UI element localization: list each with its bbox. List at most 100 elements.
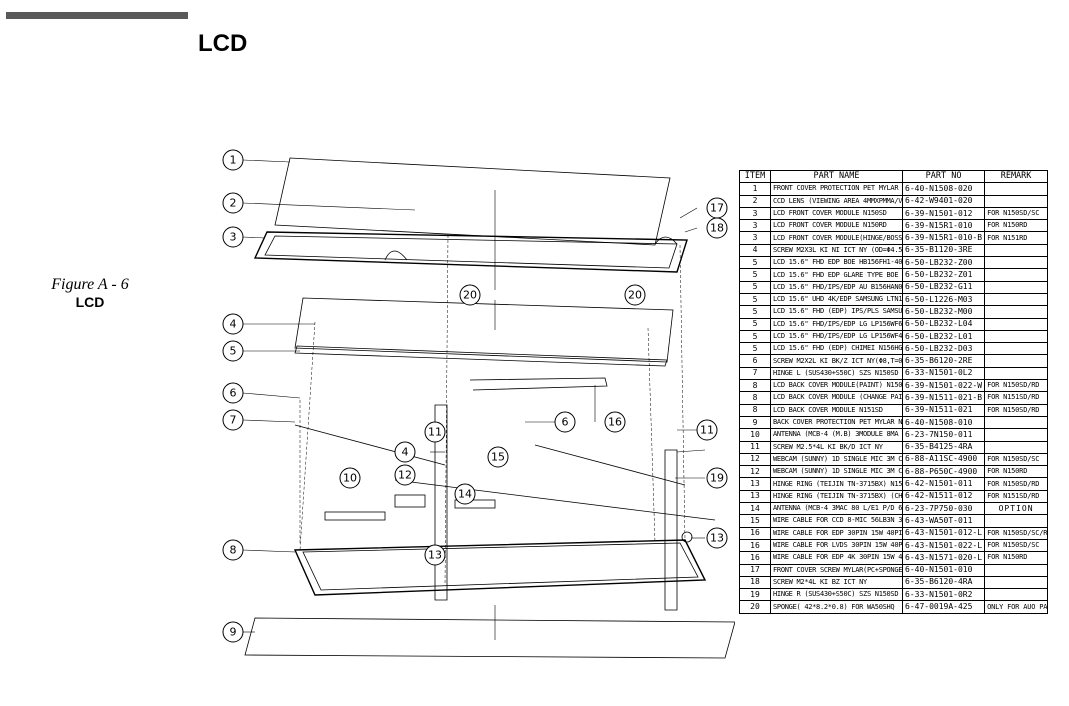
callout-number: 8 [230,544,237,557]
cell-part-no: 6-39-N1501-022-W [901,379,986,393]
cell-item: 5 [739,317,771,331]
cell-part-name: WIRE CABLE FOR EDP 30PIN 15W 40PIN (D-AL… [770,526,903,540]
cell-part-name: LCD BACK COVER MODULE(PAINT) N150SD/SC/R… [770,379,903,393]
cell-part-name: WEBCAM (SUNNY) 1D SINGLE MIC 3M CMOS FRO… [770,465,903,479]
cell-part-no: 6-47-0019A-425 [901,600,986,614]
cell-item: 8 [739,403,771,417]
cell-remark [984,243,1049,258]
cell-item: 13 [739,489,771,504]
figure-caption: Figure A - 6 LCD [40,276,140,310]
cell-part-no: 6-50-LB232-Z00 [901,256,986,270]
cell-part-name: LCD 15.6" FHD/IPS/EDP AU B156HAN02.1(HW1… [770,280,903,294]
cell-part-no: 6-35-B1120-3RE [901,243,986,258]
callout-13: 13 [424,544,446,566]
callout-1: 1 [222,149,244,171]
cell-item: 13 [739,477,771,491]
cell-remark: FOR N150SD/RD [984,477,1049,491]
cell-part-name: LCD 15.6" FHD/IPS/EDP LG LP156WF4-SPL1 (… [770,329,903,344]
column-header: REMARK [984,169,1049,184]
cell-remark [984,280,1049,294]
cell-part-name: HINGE L (SUS430+S50C) SZS N150SD [770,366,903,381]
cell-part-name: LCD FRONT COVER MODULE N150SD [770,206,903,221]
cell-part-no: 6-42-N1501-011 [901,477,986,491]
cell-part-no: 6-39-N15R1-010 [901,219,986,233]
callout-number: 14 [458,488,472,501]
callout-4: 4 [394,441,416,463]
cell-part-name: WEBCAM (SUNNY) 1D SINGLE MIC 3M CMOS FRO… [770,452,903,467]
callout-number: 18 [710,222,724,235]
cell-part-no: 6-35-B4125-4RA [901,440,986,454]
cell-item: 19 [739,588,771,602]
cell-part-no: 6-40-N1501-010 [901,563,986,577]
cell-remark [984,342,1049,356]
callout-13: 13 [706,527,728,549]
cell-part-no: 6-33-N1501-0R2 [901,588,986,602]
callout-5: 5 [222,340,244,362]
callout-number: 10 [343,472,357,485]
cell-part-name: LCD 15.6" FHD (EDP) IPS/PLS SAMSUNG LTN1… [770,305,903,319]
cell-part-name: BACK COVER PROTECTION PET MYLAR N150SD [770,415,903,430]
cell-part-name: FRONT COVER PROTECTION PET MYLAR N150SD [770,182,903,196]
table-header-row: ITEM PART NAME PART NO REMARK [739,169,1049,184]
callout-number: 1 [230,154,237,167]
cell-part-no: 6-43-N1501-012-L [901,526,986,540]
cell-part-name: SCREW M2X3L KI NI ICT NY (OD=Φ4.5,DT=0.4… [770,243,903,258]
callout-20: 20 [624,284,646,306]
cell-remark: FOR N150SD/SC [984,452,1049,467]
column-header: ITEM [739,169,771,184]
cell-item: 8 [739,379,771,393]
front-cover [253,231,688,273]
cell-remark: FOR N150SD/RD [984,379,1049,393]
cell-part-no: 6-88-P650C-4900 [901,465,986,479]
cell-remark [984,563,1049,577]
cell-part-no: 6-43-N1571-020-L [901,551,986,565]
cell-item: 2 [739,194,771,208]
cell-part-no: 6-33-N1501-0L2 [901,366,986,381]
cell-remark [984,292,1049,307]
cell-part-name: HINGE R (SUS430+S50C) SZS N150SD [770,588,903,602]
cell-remark: FOR N150RD [984,551,1049,565]
cell-part-no: 6-40-N1508-020 [901,182,986,196]
callout-number: 5 [230,345,237,358]
callout-number: 19 [710,472,724,485]
callout-number: 4 [402,446,409,459]
callout-10: 10 [339,467,361,489]
cell-part-no: 6-43-N1501-022-L [901,538,986,553]
column-header: PART NO [901,169,986,184]
cell-part-no: 6-50-LB232-L01 [901,329,986,344]
callout-number: 7 [230,414,237,427]
cell-remark [984,440,1049,454]
cell-item: 5 [739,342,771,356]
callout-number: 2 [230,197,237,210]
callout-3: 3 [222,226,244,248]
cell-part-no: 6-50-LB232-L04 [901,317,986,331]
cell-part-no: 6-50-L1226-M03 [901,292,986,307]
cell-part-no: 6-40-N1508-010 [901,415,986,430]
cell-remark [984,366,1049,381]
cell-part-name: LCD BACK COVER MODULE N151SD [770,403,903,417]
cell-item: 18 [739,575,771,590]
cell-part-no: 6-50-LB232-Z01 [901,268,986,282]
cell-part-no: 6-23-7N150-011 [901,428,986,442]
cell-remark [984,354,1049,368]
cell-part-no: 6-42-W9401-020 [901,194,986,208]
cell-remark: FOR N151RD [984,231,1049,245]
callout-number: 6 [562,416,569,429]
